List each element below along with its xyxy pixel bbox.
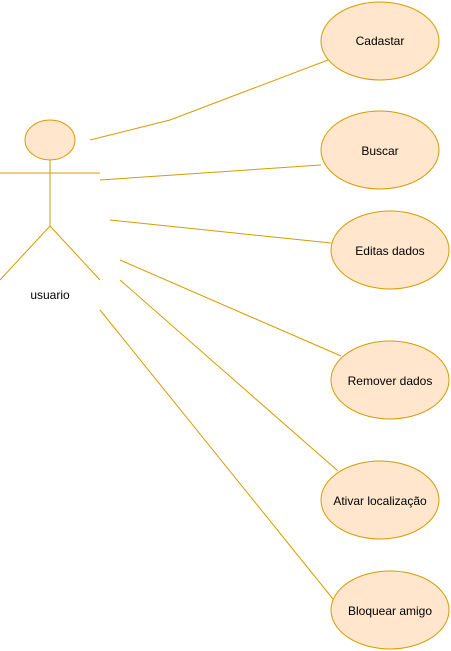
actor-right-leg [49, 225, 101, 281]
use-case-cadastar-ellipse [320, 1, 440, 81]
use-case-remover-dados-ellipse [330, 340, 450, 420]
use-case-buscar-label: Buscar [361, 144, 398, 158]
actor-label: usuario [30, 288, 70, 302]
use-case-remover-dados-label: Remover dados [348, 374, 433, 388]
use-case-ativar-localizacao[interactable]: Ativar localização [320, 460, 440, 540]
use-case-cadastar-label: Cadastar [356, 34, 405, 48]
use-case-bloquear-amigo-label: Bloquear amigo [348, 604, 432, 618]
use-case-cadastar[interactable]: Cadastar [320, 1, 440, 81]
actor-usuario[interactable] [0, 119, 101, 281]
actor-head [24, 119, 76, 161]
use-case-buscar[interactable]: Buscar [320, 110, 440, 190]
use-case-editas-dados[interactable]: Editas dados [330, 210, 450, 290]
association-remover-dados[interactable] [119, 259, 342, 357]
associations [89, 59, 342, 600]
association-ativar-localizacao[interactable] [119, 279, 339, 472]
use-case-remover-dados[interactable]: Remover dados [330, 340, 450, 420]
use-case-editas-dados-ellipse [330, 210, 450, 290]
use-case-bloquear-amigo[interactable]: Bloquear amigo [330, 570, 450, 650]
use-case-ativar-localizacao-label: Ativar localização [333, 494, 427, 508]
association-buscar[interactable] [99, 164, 322, 181]
association-editas-dados[interactable] [109, 219, 332, 244]
actor-left-leg [0, 225, 51, 281]
association-cadastar[interactable] [89, 59, 329, 141]
use-case-bloquear-amigo-ellipse [330, 570, 450, 650]
use-case-editas-dados-label: Editas dados [355, 244, 424, 258]
use-case-ativar-localizacao-ellipse [320, 460, 440, 540]
association-bloquear-amigo[interactable] [99, 309, 334, 600]
use-case-buscar-ellipse [320, 110, 440, 190]
